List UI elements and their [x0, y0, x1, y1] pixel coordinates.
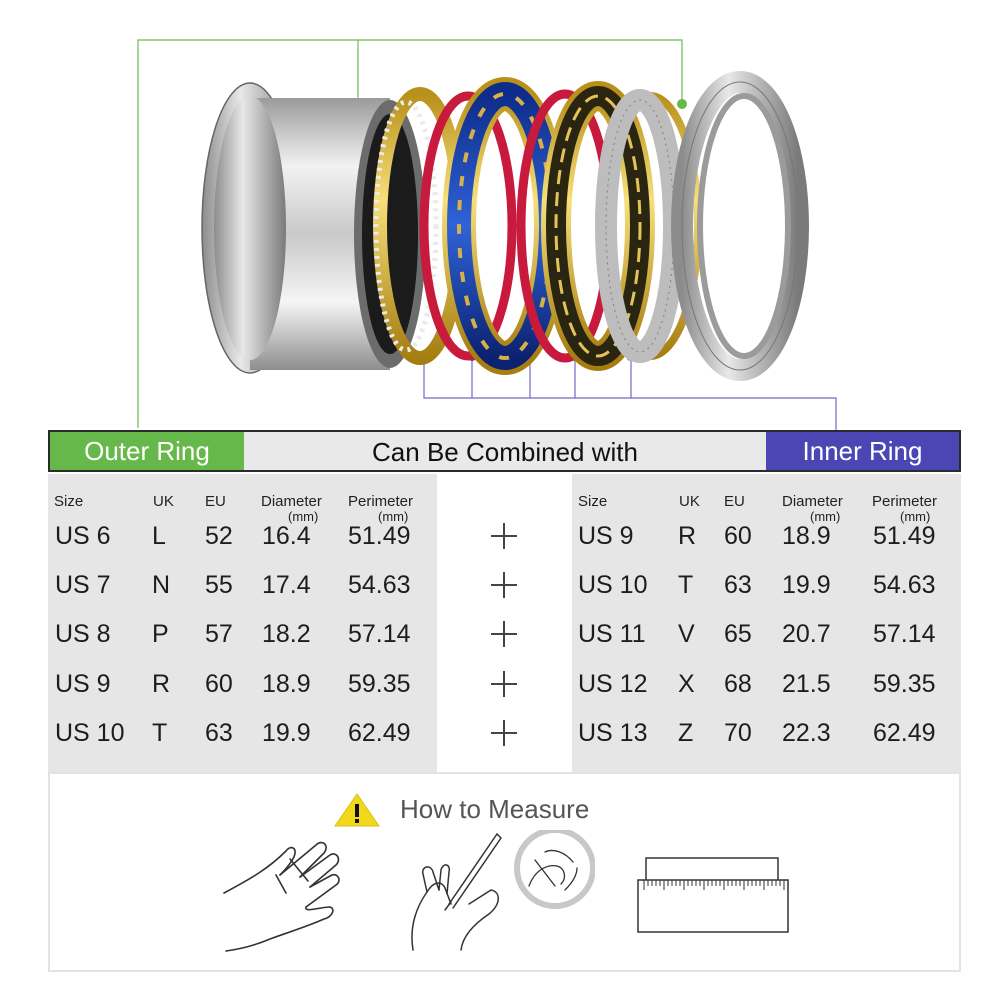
outer-right-ring — [671, 71, 809, 381]
inner-perimeter: 57.14 — [873, 620, 936, 648]
inner-perimeter: 54.63 — [873, 571, 936, 599]
plus-icon — [489, 669, 519, 699]
outer-eu: 63 — [205, 719, 233, 747]
plus-icon — [489, 570, 519, 600]
combined-with-label: Can Be Combined with — [372, 437, 638, 467]
outer-size: US 8 — [55, 620, 111, 648]
red-band-1 — [419, 91, 517, 361]
inner-perimeter: 51.49 — [873, 522, 936, 550]
inner-uk: V — [678, 620, 695, 648]
outer-diameter: 18.9 — [262, 670, 311, 698]
inner-uk: R — [678, 522, 697, 550]
outer-uk: R — [152, 670, 171, 698]
outer-eu: 52 — [205, 522, 233, 550]
inner-uk: Z — [678, 719, 694, 747]
inner-eu: 70 — [724, 719, 752, 747]
col-size: Size — [578, 493, 608, 510]
col-perimeter: Perimeter — [872, 493, 938, 510]
col-diameter-unit: (mm) — [810, 509, 841, 524]
outer-diameter: 18.2 — [262, 620, 311, 648]
inner-size: US 12 — [578, 670, 648, 698]
hand-icon — [223, 841, 340, 952]
outer-size: US 10 — [55, 719, 125, 747]
outer-diameter: 19.9 — [262, 719, 311, 747]
outer-barrel-ring — [201, 82, 426, 374]
inner-diameter: 19.9 — [782, 571, 831, 599]
inner-ring-size-table: Size UK EU Diameter (mm) Perimeter (mm) … — [572, 474, 961, 772]
outer-size: US 9 — [55, 670, 111, 698]
warning-triangle-icon — [334, 793, 380, 827]
col-uk: UK — [153, 493, 174, 510]
outer-ring-label: Outer Ring — [50, 432, 244, 470]
col-eu: EU — [724, 493, 745, 510]
inner-perimeter: 62.49 — [873, 719, 936, 747]
magnifier-icon — [514, 830, 595, 909]
plus-icon — [489, 521, 519, 551]
outer-eu: 57 — [205, 620, 233, 648]
twisted-black-gold-band — [541, 81, 655, 371]
inner-diameter: 18.9 — [782, 522, 831, 550]
inner-eu: 60 — [724, 522, 752, 550]
inner-diameter: 20.7 — [782, 620, 831, 648]
inner-size: US 13 — [578, 719, 648, 747]
inner-size: US 9 — [578, 522, 634, 550]
inner-size: US 11 — [578, 620, 646, 648]
outer-diameter: 16.4 — [262, 522, 311, 550]
outer-perimeter: 57.14 — [348, 620, 411, 648]
col-perimeter: Perimeter — [348, 493, 414, 510]
ruler-icon — [637, 857, 789, 933]
combination-header: Outer Ring Can Be Combined with Inner Ri… — [48, 430, 961, 472]
col-eu: EU — [205, 493, 226, 510]
inner-diameter: 22.3 — [782, 719, 831, 747]
col-perimeter-unit: (mm) — [378, 509, 409, 524]
outer-perimeter: 54.63 — [348, 571, 411, 599]
how-to-measure-title: How to Measure — [400, 794, 590, 824]
outer-uk: L — [152, 522, 166, 550]
ring-set-illustration — [137, 39, 837, 430]
outer-size: US 7 — [55, 571, 111, 599]
col-size: Size — [54, 493, 84, 510]
outer-perimeter: 62.49 — [348, 719, 411, 747]
col-diameter: Diameter — [261, 493, 322, 510]
inner-ring-label: Inner Ring — [766, 432, 959, 470]
outer-eu: 55 — [205, 571, 233, 599]
how-to-measure-panel — [48, 772, 961, 972]
inner-eu: 68 — [724, 670, 752, 698]
outer-ring-size-table: Size UK EU Diameter (mm) Perimeter (mm) … — [48, 474, 437, 772]
inner-uk: X — [678, 670, 695, 698]
inner-size: US 10 — [578, 571, 648, 599]
outer-diameter: 17.4 — [262, 571, 311, 599]
outer-uk: P — [152, 620, 169, 648]
measure-finger-icon — [411, 830, 595, 951]
plus-icon — [489, 619, 519, 649]
plus-icon — [489, 718, 519, 748]
inner-diameter: 21.5 — [782, 670, 831, 698]
outer-uk: N — [152, 571, 171, 599]
inner-perimeter: 59.35 — [873, 670, 936, 698]
col-uk: UK — [679, 493, 700, 510]
col-diameter: Diameter — [782, 493, 843, 510]
col-perimeter-unit: (mm) — [900, 509, 931, 524]
outer-perimeter: 59.35 — [348, 670, 411, 698]
outer-perimeter: 51.49 — [348, 522, 411, 550]
outer-eu: 60 — [205, 670, 233, 698]
col-diameter-unit: (mm) — [288, 509, 319, 524]
inner-eu: 65 — [724, 620, 752, 648]
inner-eu: 63 — [724, 571, 752, 599]
outer-size: US 6 — [55, 522, 111, 550]
inner-uk: T — [678, 571, 694, 599]
outer-uk: T — [152, 719, 168, 747]
